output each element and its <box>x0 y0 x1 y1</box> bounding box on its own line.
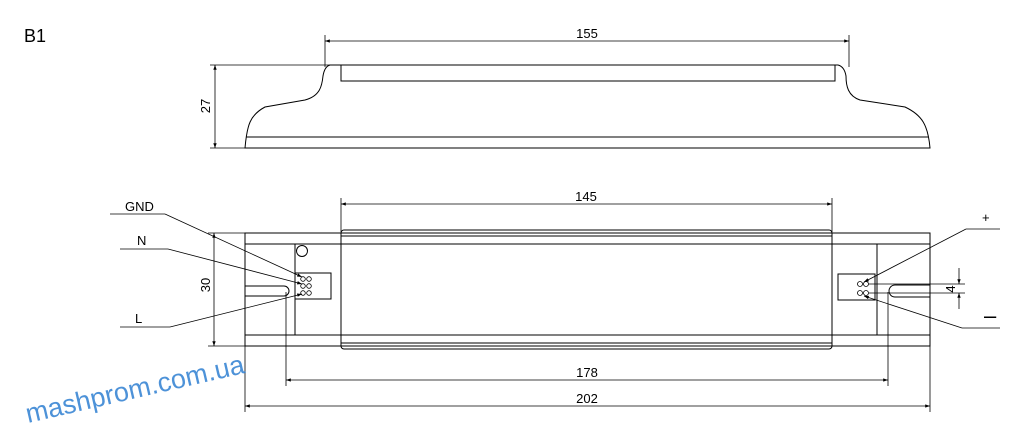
input-terminal-block <box>294 272 332 300</box>
label-n: N <box>137 233 146 248</box>
dim-top-height: 27 <box>198 99 213 113</box>
screw-circle <box>296 245 308 257</box>
label-plus: + <box>982 210 990 225</box>
label-l: L <box>135 311 142 326</box>
label-minus: – <box>984 303 997 328</box>
drawing-title: B1 <box>24 26 46 46</box>
side-view: 155 27 <box>198 26 931 149</box>
leader-plus: + <box>863 210 1000 283</box>
svg-text:30: 30 <box>198 278 213 292</box>
svg-text:178: 178 <box>576 365 598 380</box>
output-terminal-block <box>837 273 876 301</box>
dim-overall: 202 <box>244 346 931 412</box>
svg-text:4: 4 <box>943 285 958 292</box>
leader-l: L <box>120 293 303 328</box>
dim-body-length: 145 <box>340 189 833 232</box>
svg-text:145: 145 <box>575 189 597 204</box>
dim-mount-holes: 178 <box>285 292 889 386</box>
leader-gnd: GND <box>110 199 303 278</box>
watermark: mashprom.com.ua <box>23 349 249 429</box>
svg-text:202: 202 <box>576 391 598 406</box>
leader-n: N <box>120 233 303 285</box>
dim-top-width: 155 <box>576 26 598 41</box>
leader-minus: – <box>863 295 1000 329</box>
dim-terminal-pitch: 4 <box>869 268 965 309</box>
dim-height: 30 <box>198 232 248 347</box>
plan-view <box>244 229 931 350</box>
label-gnd: GND <box>125 199 154 214</box>
